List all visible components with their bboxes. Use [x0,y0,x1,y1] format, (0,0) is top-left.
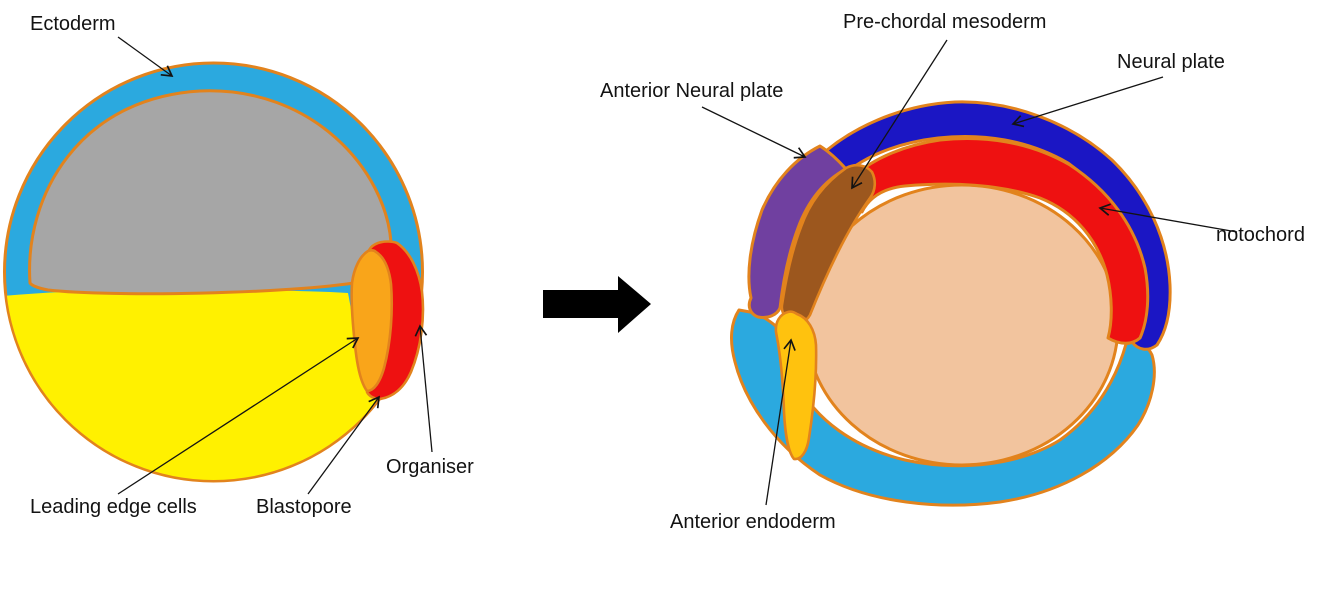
leading-edge-cells-region [350,249,394,393]
transition-arrow [543,276,651,333]
leader-ectoderm [117,36,174,77]
prechordal-mesoderm-band [780,163,877,325]
leader-prechordal-mesoderm [851,39,948,190]
left-embryo [3,61,425,483]
label-neural-plate: Neural plate [1117,51,1225,73]
leader-neural-plate [1011,76,1164,128]
annotations: Ectoderm Leading edge cells Blastopore O… [30,11,1305,533]
leader-blastopore [307,395,381,495]
notochord-band [851,137,1150,345]
label-notochord: notochord [1216,224,1305,246]
label-organiser: Organiser [386,456,474,478]
neural-plate-band [816,100,1172,351]
leader-organiser [414,324,433,453]
leader-leading-edge-cells [117,337,360,495]
right-embryo [730,100,1172,507]
label-ectoderm: Ectoderm [30,13,116,35]
leader-anterior-neural-plate [701,106,807,159]
label-prechordal-mesoderm: Pre-chordal mesoderm [843,11,1046,33]
leader-anterior-endoderm [765,338,796,506]
label-anterior-neural-plate: Anterior Neural plate [600,80,783,102]
label-anterior-endoderm: Anterior endoderm [670,511,836,533]
leader-notochord [1098,203,1238,233]
label-leading-edge-cells: Leading edge cells [30,496,197,518]
label-blastopore: Blastopore [256,496,352,518]
